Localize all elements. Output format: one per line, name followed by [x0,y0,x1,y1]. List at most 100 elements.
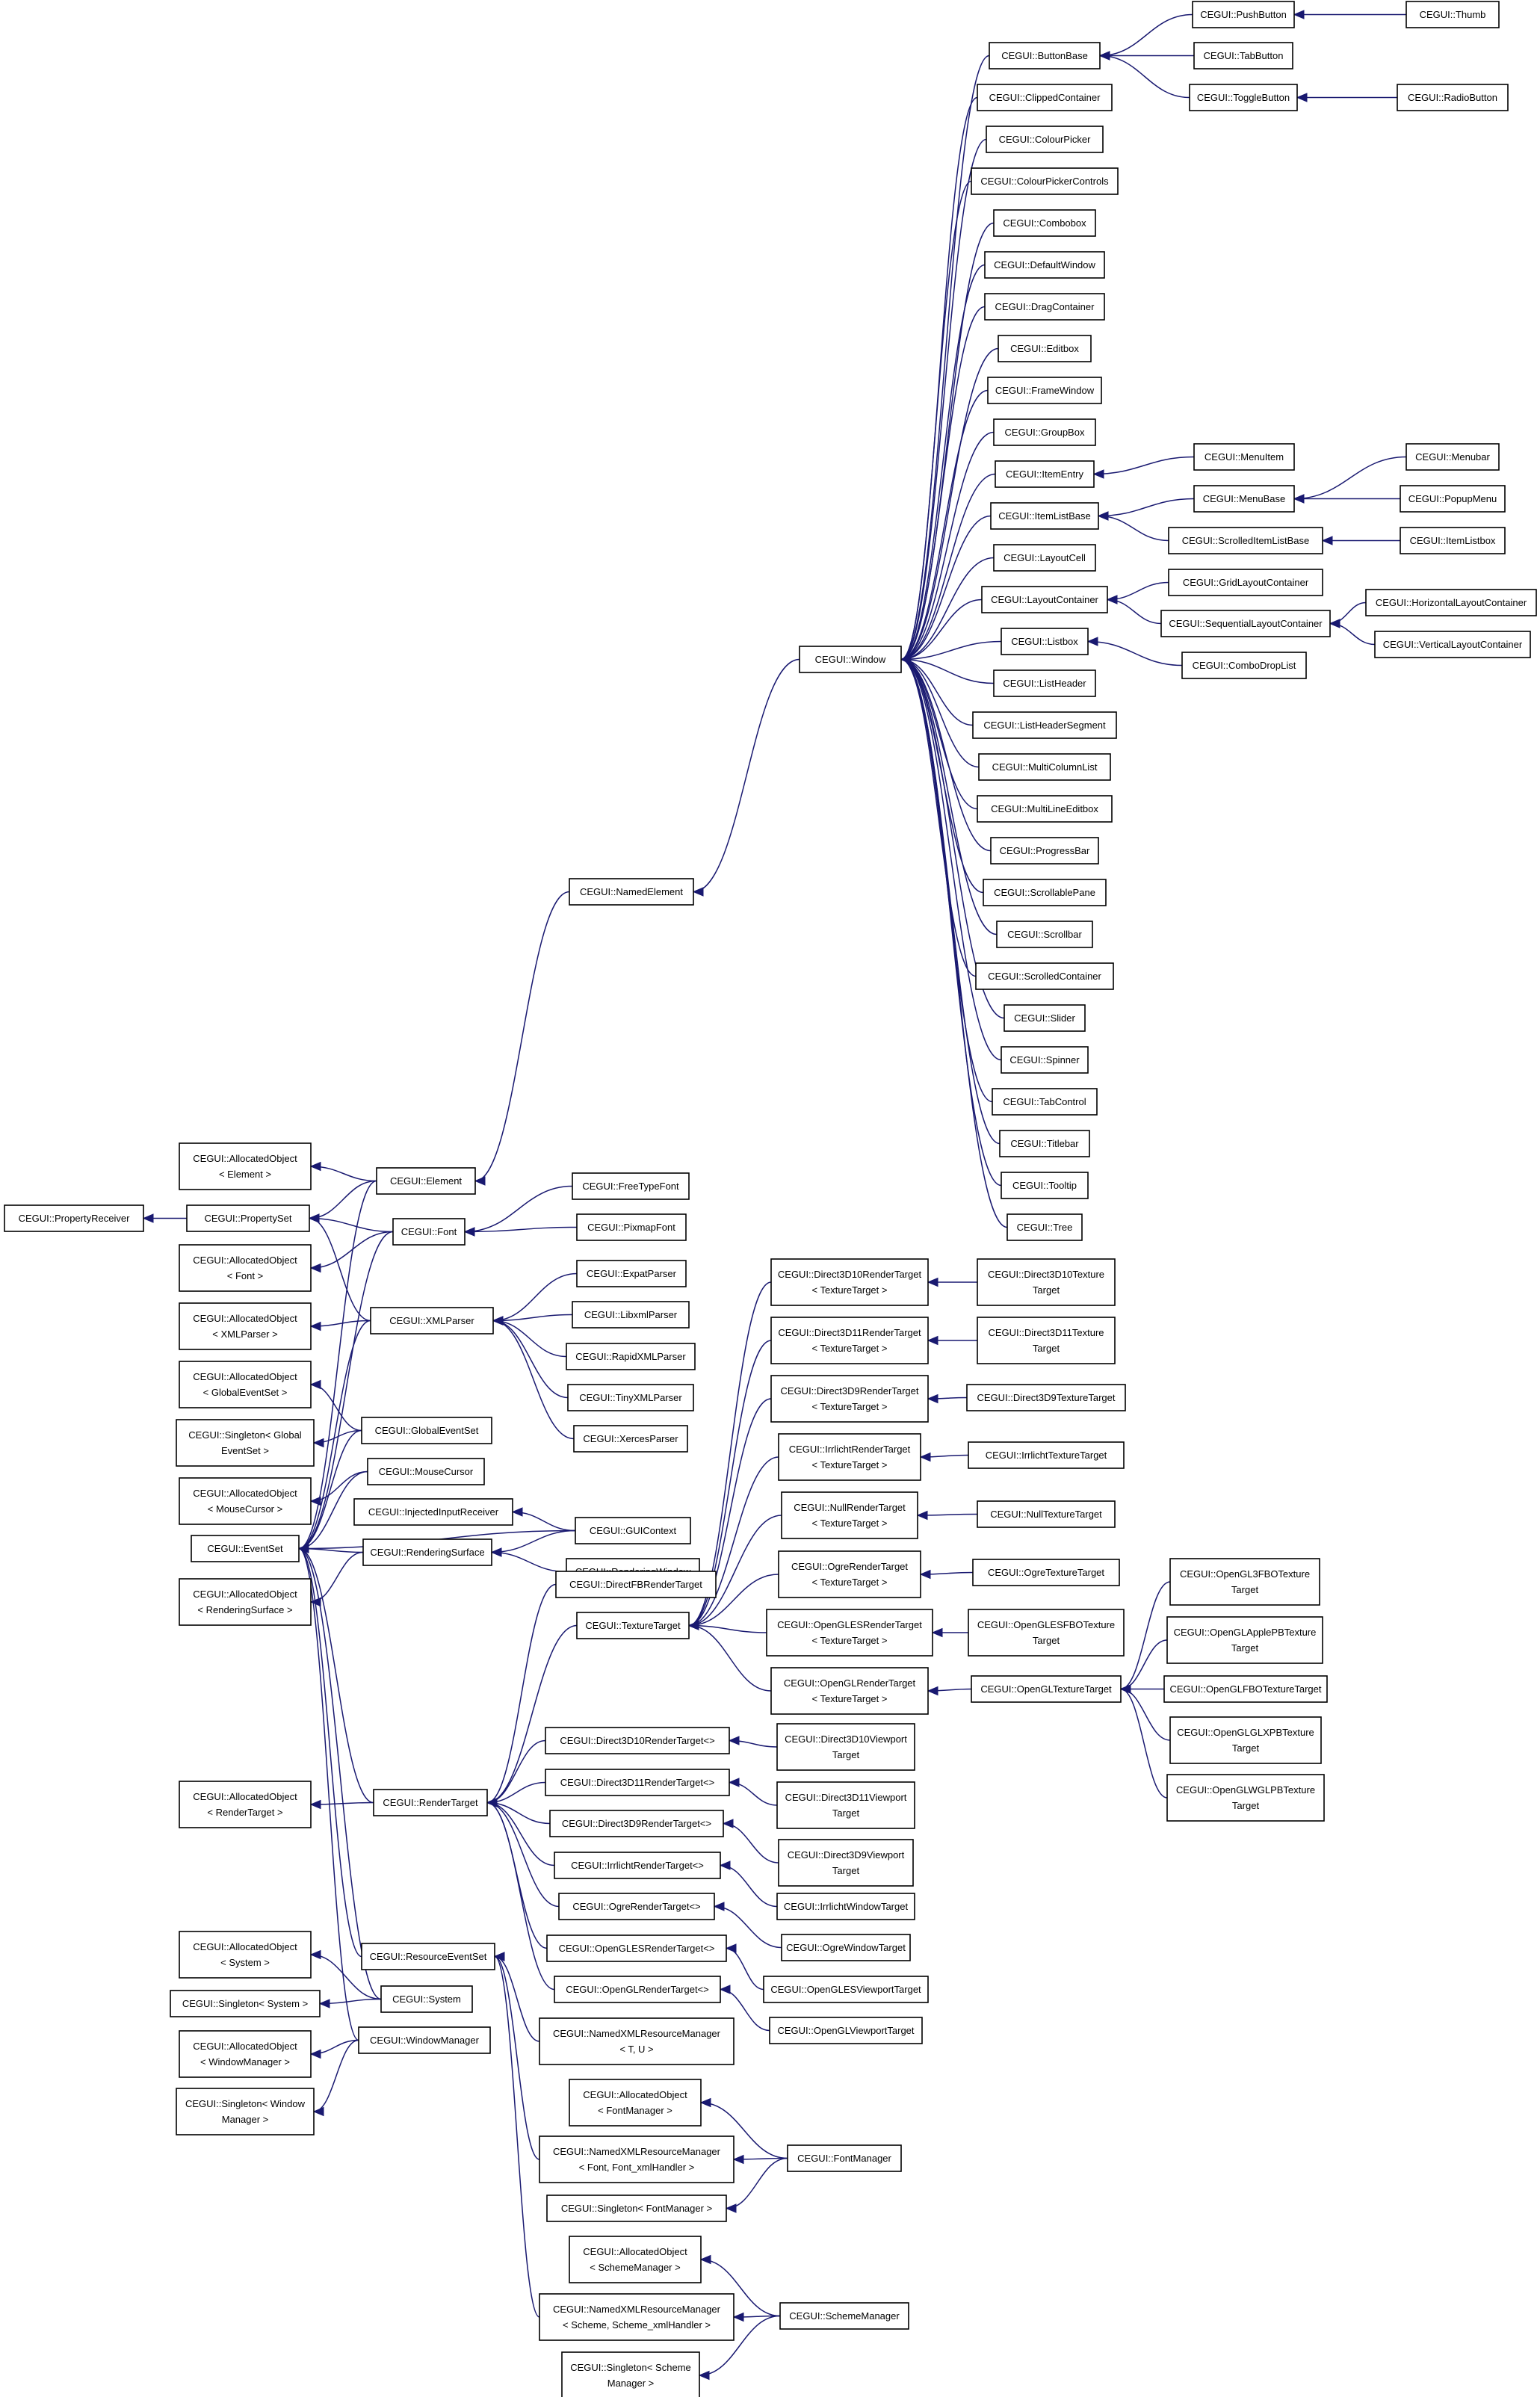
class-node-property-receiver[interactable]: CEGUI::PropertyReceiver [4,1204,144,1232]
class-node-toggle-button[interactable]: CEGUI::ToggleButton [1189,84,1298,111]
class-node-window-manager[interactable]: CEGUI::WindowManager [358,2026,491,2054]
class-node-radio-button[interactable]: CEGUI::RadioButton [1397,84,1509,111]
class-node-multi-column-list[interactable]: CEGUI::MultiColumnList [978,753,1111,781]
class-node-popup-menu[interactable]: CEGUI::PopupMenu [1400,485,1506,513]
class-node-clipped-container[interactable]: CEGUI::ClippedContainer [977,84,1113,111]
class-node-vertical-layout-container[interactable]: CEGUI::VerticalLayoutContainer [1374,631,1531,658]
class-node-open-glesrt-tt[interactable]: CEGUI::OpenGLESRenderTarget< TextureTarg… [766,1609,933,1657]
class-node-tooltip[interactable]: CEGUI::Tooltip [1001,1172,1089,1199]
class-node-ao-window-manager[interactable]: CEGUI::AllocatedObject< WindowManager > [179,2030,312,2078]
class-node-progress-bar[interactable]: CEGUI::ProgressBar [990,837,1099,865]
class-node-s-scheme-manager[interactable]: CEGUI::Singleton< SchemeManager > [561,2351,700,2397]
class-node-multi-line-editbox[interactable]: CEGUI::MultiLineEditbox [977,795,1113,823]
class-node-list-header[interactable]: CEGUI::ListHeader [993,669,1096,697]
class-node-window[interactable]: CEGUI::Window [799,646,902,673]
class-node-open-glfbott[interactable]: CEGUI::OpenGLFBOTextureTarget [1163,1675,1328,1703]
class-node-mouse-cursor[interactable]: CEGUI::MouseCursor [367,1458,485,1485]
class-node-irrlicht-tt[interactable]: CEGUI::IrrlichtTextureTarget [968,1441,1125,1469]
class-node-s-global-event-set[interactable]: CEGUI::Singleton< GlobalEventSet > [176,1419,315,1467]
class-node-sequential-layout-container[interactable]: CEGUI::SequentialLayoutContainer [1160,610,1331,637]
class-node-default-window[interactable]: CEGUI::DefaultWindow [984,251,1105,279]
class-node-scrollbar[interactable]: CEGUI::Scrollbar [996,921,1093,948]
class-node-ao-rendering-surface[interactable]: CEGUI::AllocatedObject< RenderingSurface… [179,1578,312,1626]
class-node-pixmap-font[interactable]: CEGUI::PixmapFont [576,1213,687,1241]
class-node-open-glvt[interactable]: CEGUI::OpenGLViewportTarget [769,2017,923,2044]
class-node-layout-cell[interactable]: CEGUI::LayoutCell [993,544,1096,572]
class-node-menubar[interactable]: CEGUI::Menubar [1406,443,1500,471]
class-node-horizontal-layout-container[interactable]: CEGUI::HorizontalLayoutContainer [1365,589,1537,616]
class-node-scrolled-item-list-base[interactable]: CEGUI::ScrolledItemListBase [1168,527,1323,554]
class-node-colour-picker[interactable]: CEGUI::ColourPicker [986,126,1104,153]
class-node-grid-layout-container[interactable]: CEGUI::GridLayoutContainer [1168,569,1323,596]
class-node-open-glrt-tt[interactable]: CEGUI::OpenGLRenderTarget< TextureTarget… [770,1667,929,1715]
class-node-open-glrt[interactable]: CEGUI::OpenGLRenderTarget<> [554,1976,721,2003]
class-node-null-rt-tt[interactable]: CEGUI::NullRenderTarget< TextureTarget > [781,1491,918,1539]
class-node-irrlicht-rt[interactable]: CEGUI::IrrlichtRenderTarget<> [554,1852,721,1879]
class-node-listbox[interactable]: CEGUI::Listbox [1001,628,1089,655]
class-node-named-element[interactable]: CEGUI::NamedElement [569,878,694,906]
class-node-direct-fbrender-target[interactable]: CEGUI::DirectFBRenderTarget [555,1571,717,1598]
class-node-guicontext[interactable]: CEGUI::GUIContext [575,1517,691,1544]
class-node-ao-render-target[interactable]: CEGUI::AllocatedObject< RenderTarget > [179,1781,312,1828]
class-node-expat-parser[interactable]: CEGUI::ExpatParser [576,1260,687,1287]
class-node-resource-event-set[interactable]: CEGUI::ResourceEventSet [361,1943,495,1970]
class-node-spinner[interactable]: CEGUI::Spinner [1001,1046,1089,1074]
class-node-tab-control[interactable]: CEGUI::TabControl [992,1088,1098,1116]
class-node-menu-base[interactable]: CEGUI::MenuBase [1193,485,1295,513]
class-node-property-set[interactable]: CEGUI::PropertySet [186,1204,310,1232]
class-node-item-entry[interactable]: CEGUI::ItemEntry [995,460,1095,488]
class-node-frame-window[interactable]: CEGUI::FrameWindow [987,377,1102,404]
class-node-open-glesvt[interactable]: CEGUI::OpenGLESViewportTarget [763,1976,929,2003]
class-node-menu-item[interactable]: CEGUI::MenuItem [1193,443,1295,471]
class-node-d3-d10-rt[interactable]: CEGUI::Direct3D10RenderTarget<> [545,1727,730,1754]
class-node-rapid-xmlparser[interactable]: CEGUI::RapidXMLParser [566,1343,696,1370]
class-node-ao-scheme-manager[interactable]: CEGUI::AllocatedObject< SchemeManager > [569,2236,702,2283]
class-node-xmlparser[interactable]: CEGUI::XMLParser [370,1307,494,1334]
class-node-irrlicht-rt-tt[interactable]: CEGUI::IrrlichtRenderTarget< TextureTarg… [778,1433,921,1481]
class-node-nxrm-tu[interactable]: CEGUI::NamedXMLResourceManager< T, U > [539,2017,735,2065]
class-node-free-type-font[interactable]: CEGUI::FreeTypeFont [572,1172,690,1200]
class-node-d3-d9-rt-tt[interactable]: CEGUI::Direct3D9RenderTarget< TextureTar… [770,1375,929,1423]
class-node-ao-system[interactable]: CEGUI::AllocatedObject< System > [179,1931,312,1979]
class-node-render-target[interactable]: CEGUI::RenderTarget [373,1789,488,1816]
class-node-ao-font[interactable]: CEGUI::AllocatedObject< Font > [179,1244,312,1292]
class-node-layout-container[interactable]: CEGUI::LayoutContainer [981,586,1108,613]
class-node-s-window-manager[interactable]: CEGUI::Singleton< WindowManager > [176,2088,315,2135]
class-node-ogre-tt[interactable]: CEGUI::OgreTextureTarget [972,1559,1120,1586]
class-node-open-glesrt[interactable]: CEGUI::OpenGLESRenderTarget<> [546,1934,727,1962]
class-node-d3-d11-rt[interactable]: CEGUI::Direct3D11RenderTarget<> [545,1769,730,1796]
class-node-global-event-set[interactable]: CEGUI::GlobalEventSet [361,1417,492,1444]
class-node-d3-d9-rt[interactable]: CEGUI::Direct3D9RenderTarget<> [549,1810,724,1837]
class-node-ogre-rt[interactable]: CEGUI::OgreRenderTarget<> [558,1893,715,1920]
class-node-font[interactable]: CEGUI::Font [392,1218,466,1246]
class-node-irrlicht-wt[interactable]: CEGUI::IrrlichtWindowTarget [776,1893,915,1920]
class-node-ao-global-event-set[interactable]: CEGUI::AllocatedObject< GlobalEventSet > [179,1361,312,1408]
class-node-thumb[interactable]: CEGUI::Thumb [1406,1,1500,28]
class-node-open-gltt[interactable]: CEGUI::OpenGLTextureTarget [971,1675,1122,1703]
class-node-ao-mouse-cursor[interactable]: CEGUI::AllocatedObject< MouseCursor > [179,1477,312,1525]
class-node-ao-xmlparser[interactable]: CEGUI::AllocatedObject< XMLParser > [179,1302,312,1350]
class-node-ao-font-manager[interactable]: CEGUI::AllocatedObject< FontManager > [569,2079,702,2127]
class-node-tree[interactable]: CEGUI::Tree [1006,1213,1083,1241]
class-node-libxml-parser[interactable]: CEGUI::LibxmlParser [572,1301,690,1329]
class-node-system[interactable]: CEGUI::System [380,1985,473,2013]
class-node-scrollable-pane[interactable]: CEGUI::ScrollablePane [983,879,1107,906]
class-node-combobox[interactable]: CEGUI::Combobox [993,209,1096,237]
class-node-nxrm-font[interactable]: CEGUI::NamedXMLResourceManager< Font, Fo… [539,2135,735,2183]
class-node-editbox[interactable]: CEGUI::Editbox [998,335,1092,362]
class-node-null-tt[interactable]: CEGUI::NullTextureTarget [977,1500,1116,1528]
class-node-scrolled-container[interactable]: CEGUI::ScrolledContainer [975,962,1114,990]
class-node-injected-input-receiver[interactable]: CEGUI::InjectedInputReceiver [353,1498,513,1526]
class-node-push-button[interactable]: CEGUI::PushButton [1192,1,1295,28]
class-node-d3-d11-rt-tt[interactable]: CEGUI::Direct3D11RenderTarget< TextureTa… [770,1317,929,1364]
class-node-drag-container[interactable]: CEGUI::DragContainer [984,293,1105,321]
